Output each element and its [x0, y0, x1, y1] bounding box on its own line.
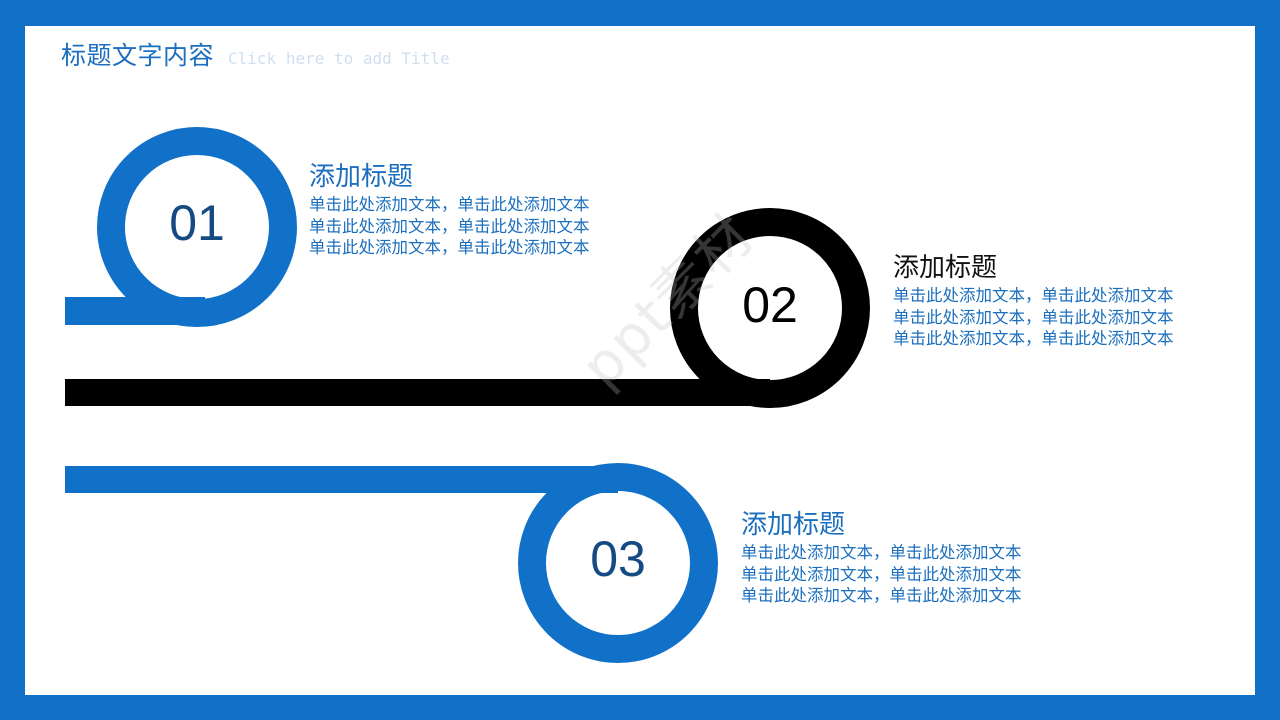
block-line: 单击此处添加文本，单击此处添加文本: [309, 216, 590, 236]
ring-01: [97, 127, 297, 327]
block-line: 单击此处添加文本，单击此处添加文本: [893, 307, 1174, 327]
block-title-02: 添加标题: [893, 253, 998, 283]
block-line: 单击此处添加文本，单击此处添加文本: [741, 543, 1022, 562]
block-line: 单击此处添加文本，单击此处添加文本: [893, 329, 1174, 348]
block-line: 单击此处添加文本，单击此处添加文本: [309, 195, 590, 214]
step-number-02: 02: [742, 277, 798, 333]
connector-line-02: [65, 379, 770, 406]
text-block-02[interactable]: 添加标题 单击此处添加文本，单击此处添加文本 单击此处添加文本，单击此处添加文本…: [893, 253, 1174, 350]
text-block-01[interactable]: 添加标题 单击此处添加文本，单击此处添加文本 单击此处添加文本，单击此处添加文本…: [309, 162, 590, 259]
step-number-03: 03: [590, 531, 646, 587]
step-number-01: 01: [169, 195, 225, 251]
page-subtitle[interactable]: Click here to add Title: [228, 49, 450, 68]
ring-02: [670, 208, 870, 408]
block-line: 单击此处添加文本，单击此处添加文本: [741, 586, 1022, 605]
block-line: 单击此处添加文本，单击此处添加文本: [741, 564, 1022, 584]
block-title-03: 添加标题: [741, 510, 846, 540]
block-line: 单击此处添加文本，单击此处添加文本: [309, 238, 590, 257]
block-line: 单击此处添加文本，单击此处添加文本: [893, 286, 1174, 305]
block-title-01: 添加标题: [309, 162, 414, 192]
ring-03: [518, 463, 718, 663]
connector-line-03: [65, 466, 618, 493]
header: 标题文字内容 Click here to add Title: [61, 36, 450, 72]
text-block-03[interactable]: 添加标题 单击此处添加文本，单击此处添加文本 单击此处添加文本，单击此处添加文本…: [741, 510, 1022, 607]
page-title[interactable]: 标题文字内容: [61, 41, 215, 70]
